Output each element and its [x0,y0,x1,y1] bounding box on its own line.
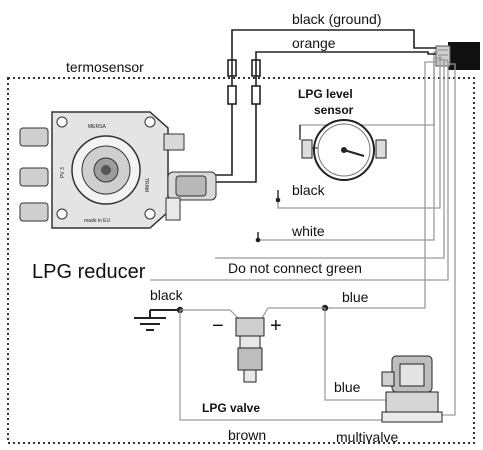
label-minus: − [212,315,224,337]
label-lpg-reducer: LPG reducer [32,261,146,283]
svg-text:PV 3: PV 3 [60,167,66,178]
label-termosensor: termosensor [66,59,144,75]
label-black-ground: black (ground) [292,11,382,27]
junction-white [255,237,261,243]
label-multivalve: multivalve [336,429,398,445]
lpg-valve-icon [235,317,265,383]
label-blue-right: blue [342,289,369,305]
main-harness-connector [435,42,480,70]
junction-black [275,197,281,203]
label-orange: orange [292,35,336,51]
svg-text:TRAM: TRAM [143,178,149,192]
label-brown: brown [228,427,266,443]
label-plus: + [270,315,282,337]
label-white: white [291,223,325,239]
multivalve-icon [381,355,443,423]
label-blue-lower: blue [334,379,361,395]
lpg-reducer-icon: MERSA PV 3 TRAM made in EU [19,111,217,229]
svg-text:made in EU: made in EU [84,218,111,224]
label-lpg-level-sensor-2: sensor [314,103,354,117]
lpg-level-sensor-icon [301,119,387,181]
label-do-not-connect-green: Do not connect green [228,260,362,276]
svg-text:MERSA: MERSA [88,124,106,130]
label-lpg-level-sensor-1: LPG level [298,87,353,101]
label-black-left: black [150,287,184,303]
label-black-mid: black [292,182,326,198]
label-lpg-valve: LPG valve [202,401,260,415]
valve-wires [179,307,432,421]
ground-symbol [134,309,180,331]
